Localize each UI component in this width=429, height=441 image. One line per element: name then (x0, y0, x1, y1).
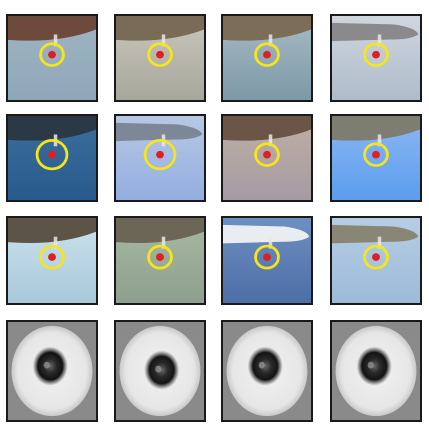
landing-gear (161, 236, 166, 249)
detection-point (156, 150, 164, 159)
detection-circle (39, 42, 65, 67)
aircraft-patch (221, 216, 313, 305)
aircraft-patch (114, 216, 206, 305)
detection-circle (254, 142, 280, 167)
landing-gear (377, 236, 382, 249)
aircraft-patch (330, 114, 422, 202)
landing-gear (268, 34, 273, 47)
aircraft-patch (330, 14, 422, 102)
aircraft-fuselage (8, 116, 96, 141)
template-blob (247, 346, 283, 386)
detection-point (48, 150, 56, 159)
detection-point (263, 150, 271, 159)
aircraft-fuselage (332, 22, 419, 42)
detection-circle (35, 139, 69, 171)
aircraft-fuselage (223, 116, 311, 141)
detection-circle (363, 244, 389, 270)
template-patch (6, 320, 98, 422)
aircraft-fuselage (332, 116, 420, 141)
landing-gear (53, 34, 58, 47)
detection-circle (147, 42, 173, 67)
aircraft-fuselage (223, 16, 311, 41)
template-patch (330, 320, 422, 422)
aircraft-fuselage (116, 16, 204, 41)
detection-circle (143, 139, 177, 171)
aircraft-fuselage (223, 224, 310, 244)
detection-point (372, 150, 380, 159)
template-blob (144, 350, 180, 390)
detection-circle (363, 42, 389, 67)
detection-point (372, 253, 380, 261)
detection-circle (254, 244, 280, 270)
aircraft-patch (114, 14, 206, 102)
detection-point (156, 50, 164, 59)
landing-gear (161, 34, 166, 47)
aircraft-fuselage (116, 122, 203, 142)
aircraft-patch (114, 114, 206, 202)
detection-point (263, 50, 271, 59)
aircraft-patch (6, 14, 98, 102)
detection-point (156, 253, 164, 261)
detection-point (48, 50, 56, 59)
template-blob (356, 346, 392, 386)
aircraft-fuselage (8, 16, 96, 41)
landing-gear (377, 134, 382, 147)
aircraft-fuselage (116, 218, 204, 243)
aircraft-fuselage (8, 218, 96, 243)
aircraft-fuselage (332, 224, 419, 244)
template-blob (32, 346, 68, 386)
aircraft-patch (221, 114, 313, 202)
detection-circle (254, 42, 280, 67)
detection-circle (147, 244, 173, 270)
landing-gear (268, 134, 273, 147)
aircraft-patch (221, 14, 313, 102)
detection-circle (39, 244, 65, 270)
detection-point (48, 253, 56, 261)
detection-point (263, 253, 271, 261)
detection-point (372, 50, 380, 59)
landing-gear (268, 236, 273, 249)
template-patch (221, 320, 313, 422)
aircraft-patch (6, 114, 98, 202)
landing-gear (377, 34, 382, 47)
template-patch (114, 320, 206, 422)
landing-gear (53, 236, 58, 249)
detection-circle (363, 142, 389, 167)
aircraft-patch (330, 216, 422, 305)
aircraft-patch (6, 216, 98, 305)
